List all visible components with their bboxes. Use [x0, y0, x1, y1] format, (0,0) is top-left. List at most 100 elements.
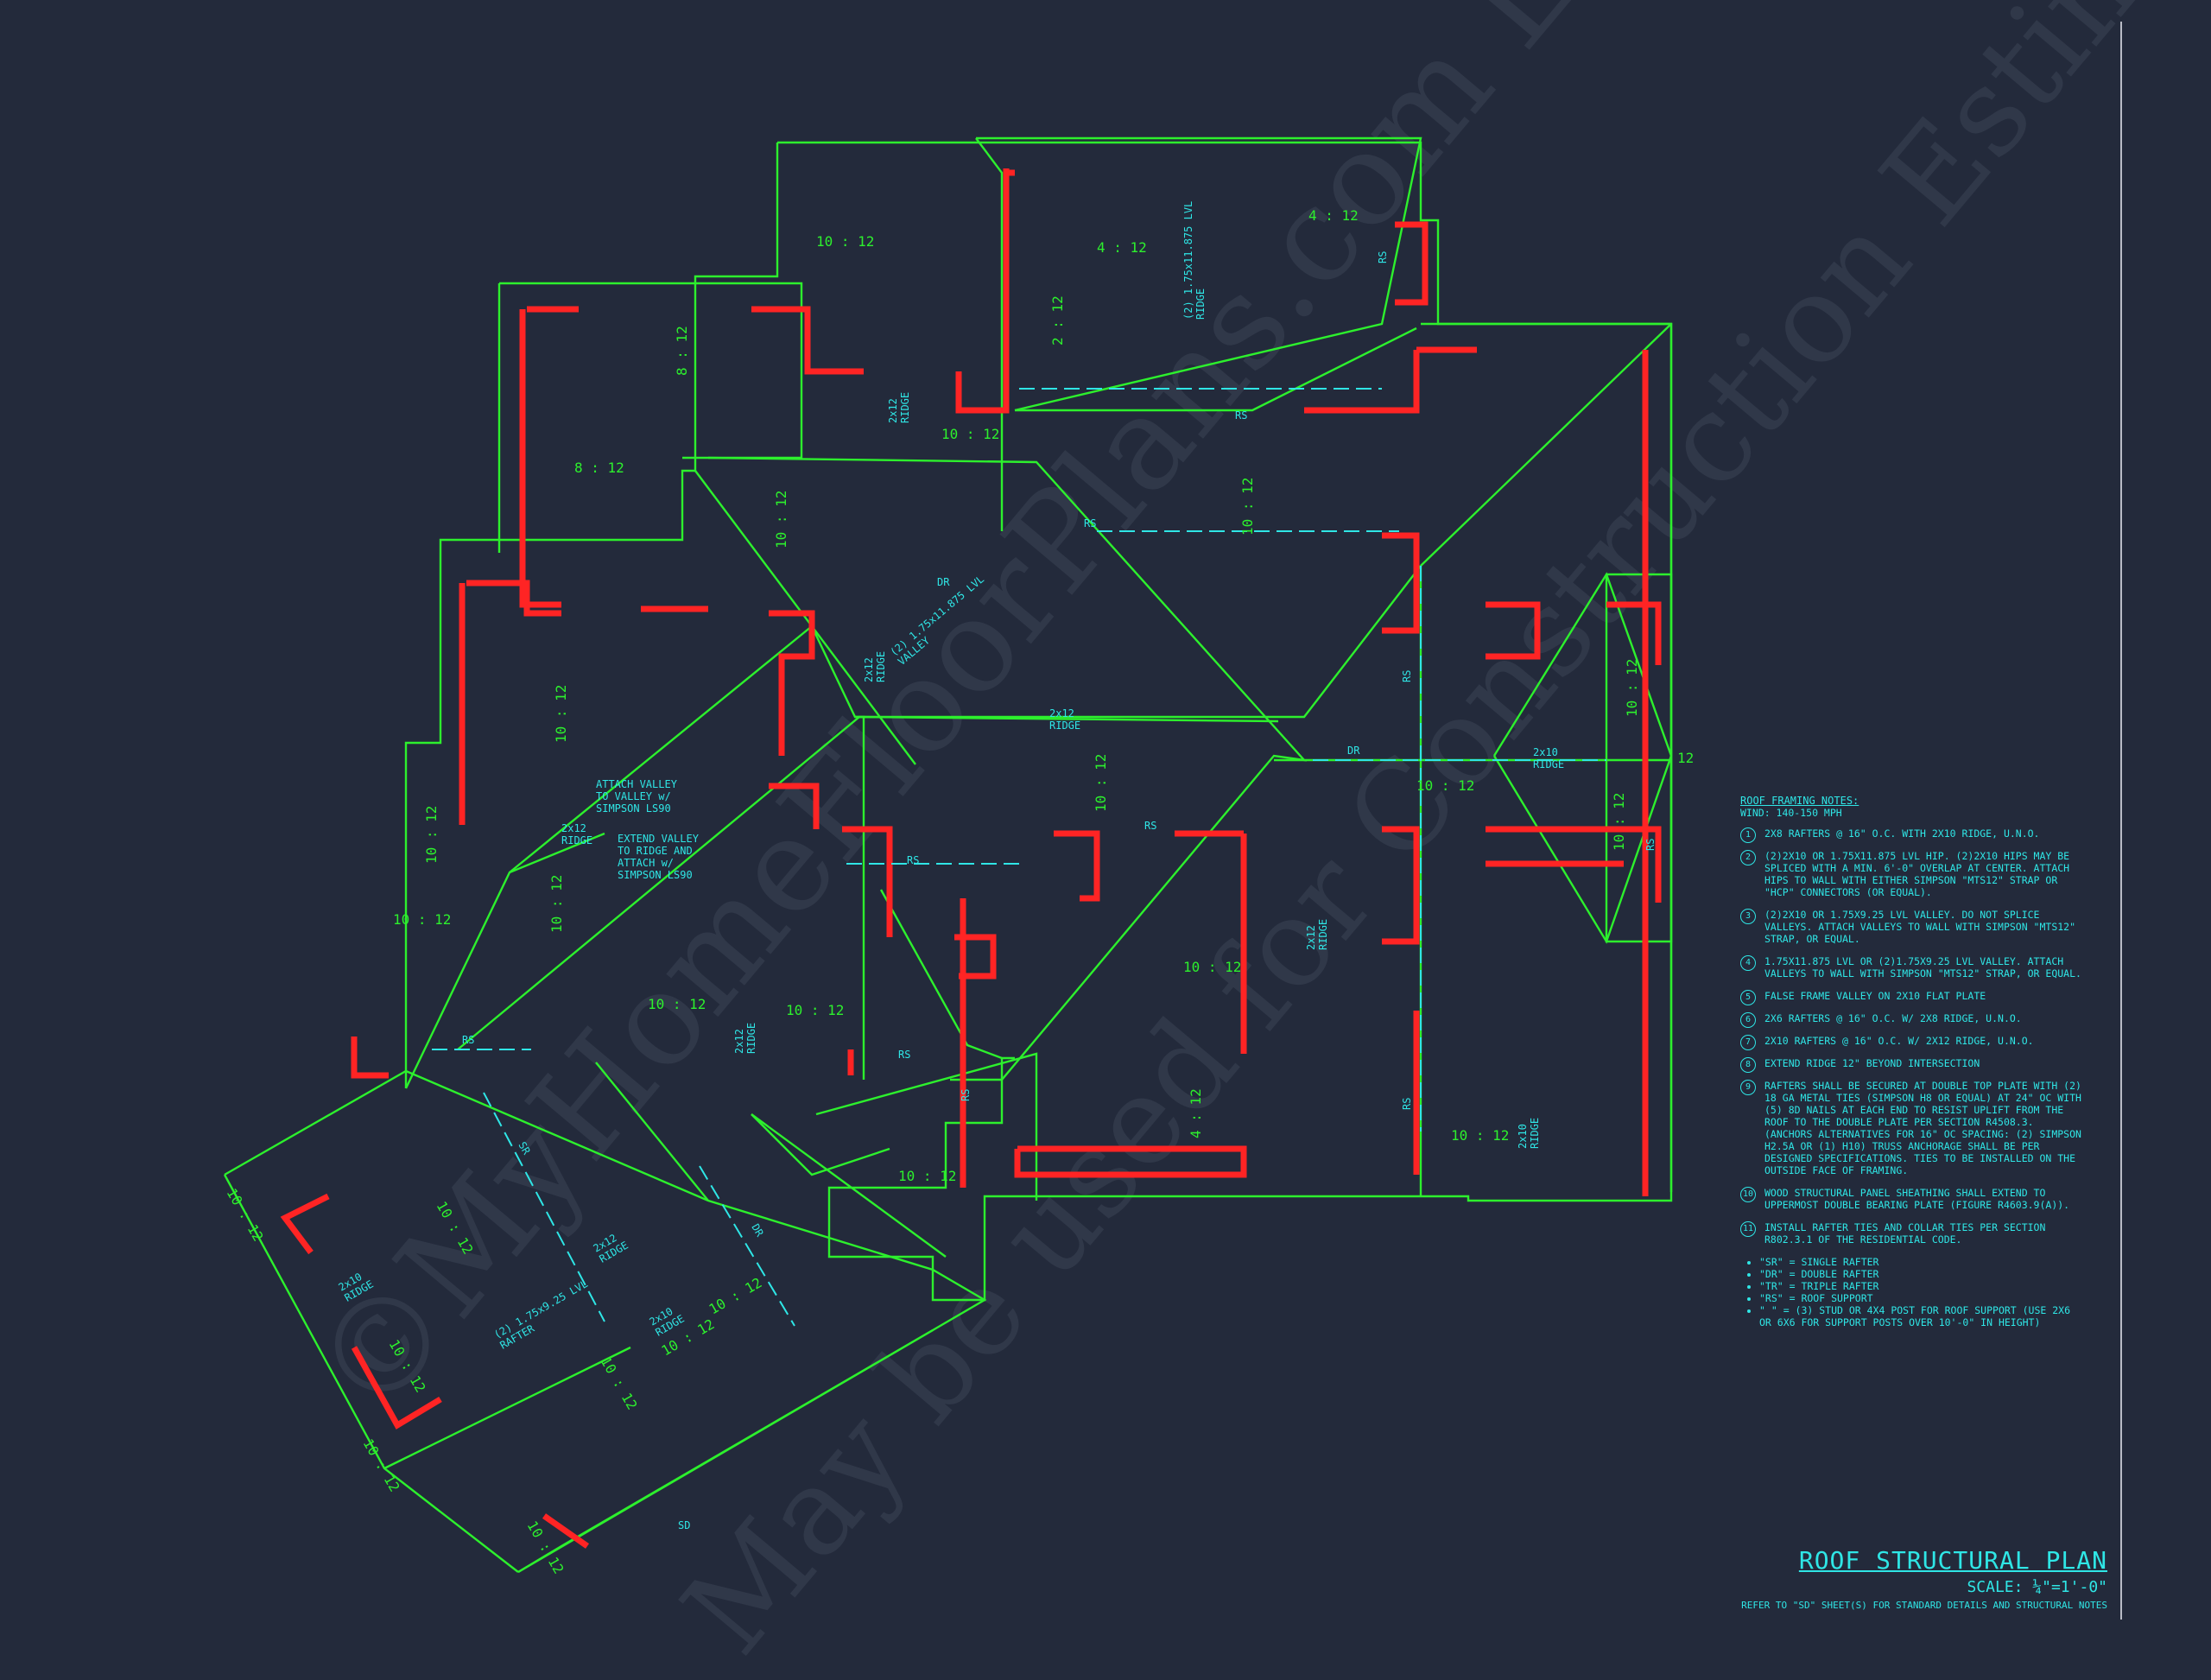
note-text: RAFTERS SHALL BE SECURED AT DOUBLE TOP P…: [1764, 1080, 2081, 1176]
rs-label: RS: [960, 1089, 972, 1101]
pitch-label: 10 : 12: [553, 685, 569, 743]
note-number: 7: [1740, 1035, 1756, 1050]
ridge-label: 2x12RIDGE: [733, 1023, 757, 1054]
rs-label: RS: [1644, 839, 1657, 851]
note-list: 1 2x8 RAFTERS @ 16" O.C. WITH 2X10 RIDGE,…: [1740, 827, 2086, 1246]
note-text: WOOD STRUCTURAL PANEL SHEATHING SHALL EX…: [1764, 1187, 2070, 1211]
roof-outline: [223, 136, 1673, 1574]
rs-label: RS: [1144, 820, 1156, 832]
note-number: 1: [1740, 827, 1756, 843]
pitch-label: 10 : 12: [898, 1168, 956, 1184]
pitch-label: 10 : 12: [1183, 959, 1241, 975]
title-block: ROOF STRUCTURAL PLAN SCALE: ¼"=1'-0" REF…: [1741, 1546, 2107, 1611]
sheet-reference: REFER TO "SD" SHEET(S) FOR STANDARD DETA…: [1741, 1600, 2107, 1611]
pitch-label: 8 : 12: [574, 460, 624, 476]
pitch-label: 10 : 12: [434, 1199, 477, 1258]
lvl-ridge-label: (2) 1.75x11.875 LVLRIDGE: [1182, 201, 1207, 320]
sheet-title: ROOF STRUCTURAL PLAN: [1798, 1546, 2107, 1575]
rs-label: RS: [1401, 670, 1413, 682]
note-number: 11: [1740, 1221, 1756, 1237]
pitch-label: 10 : 12: [224, 1186, 267, 1245]
rs-label: RS: [1401, 1098, 1413, 1110]
pitch-label: 10 : 12: [393, 911, 451, 928]
rs-label: RS: [462, 1034, 474, 1046]
framing-note: 2(2)2x10 OR 1.75x11.875 LVL HIP. (2)2x10…: [1740, 850, 2086, 898]
legend-item: "SR" = SINGLE RAFTER: [1759, 1256, 2086, 1268]
note-number: 3: [1740, 909, 1756, 924]
pitch-label: 10 : 12: [360, 1436, 403, 1495]
framing-note: 5 FALSE FRAME VALLEY ON 2x10 FLAT PLATE: [1740, 990, 2086, 1005]
pitch-label: 8 : 12: [674, 326, 690, 376]
pitch-label: 12: [1677, 750, 1694, 766]
framing-note: 7 2x10 RAFTERS @ 16" O.C. W/ 2x12 RIDGE, …: [1740, 1035, 2086, 1050]
rs-label: RS: [1377, 251, 1389, 263]
note-number: 8: [1740, 1057, 1756, 1073]
framing-note: 9 RAFTERS SHALL BE SECURED AT DOUBLE TOP …: [1740, 1080, 2086, 1176]
sr-label: SR: [516, 1140, 533, 1157]
note-number: 9: [1740, 1080, 1756, 1095]
note-number: 5: [1740, 990, 1756, 1005]
legend-item: " " = (3) STUD OR 4x4 POST FOR ROOF SUPP…: [1759, 1304, 2086, 1328]
pitch-label: 10 : 12: [648, 996, 706, 1012]
dr-label: DR: [749, 1222, 766, 1239]
notes-title: ROOF FRAMING NOTES:: [1740, 795, 1859, 807]
wall-lines: [280, 168, 1662, 1549]
pitch-label: 10 : 12: [706, 1274, 765, 1317]
note-text: EXTEND RIDGE 12" BEYOND INTERSECTION: [1764, 1057, 1980, 1069]
annotation-lines: [432, 388, 1606, 1327]
ridge-label: 2x10RIDGE: [337, 1267, 376, 1303]
ridge-label: 2x12RIDGE: [887, 392, 911, 423]
pitch-label: 10 : 12: [1624, 659, 1640, 717]
legend-item: "TR" = TRIPLE RAFTER: [1759, 1280, 2086, 1292]
note-number: 4: [1740, 955, 1756, 971]
pitch-label: 10 : 12: [423, 806, 440, 864]
pitch-label: 10 : 12: [1239, 478, 1256, 536]
pitch-label: 10 : 12: [1093, 754, 1109, 812]
ridge-label: 2x12RIDGE: [592, 1228, 630, 1265]
note-number: 2: [1740, 850, 1756, 865]
ridge-label: 2x12RIDGE: [1305, 919, 1329, 950]
rs-label: RS: [1084, 517, 1096, 529]
framing-note: 8 EXTEND RIDGE 12" BEYOND INTERSECTION: [1740, 1057, 2086, 1073]
ridge-label: 2x10RIDGE: [1517, 1118, 1541, 1149]
roof-framing-notes: ROOF FRAMING NOTES: Wind: 140-150 mph 12…: [1740, 795, 2086, 1328]
pitch-label: 10 : 12: [786, 1002, 844, 1018]
rs-label: RS: [907, 854, 919, 866]
dr-label: DR: [937, 576, 950, 588]
pitch-label: 10 : 12: [548, 875, 565, 933]
section-tag: SD: [678, 1519, 690, 1531]
note-text: FALSE FRAME VALLEY ON 2x10 FLAT PLATE: [1764, 990, 1986, 1002]
legend-item: "DR" = DOUBLE RAFTER: [1759, 1268, 2086, 1280]
ridge-label: 2x12RIDGE: [863, 651, 887, 682]
wind-rating: Wind: 140-150 mph: [1740, 807, 1842, 819]
pitch-label: 10 : 12: [1451, 1127, 1509, 1144]
pitch-label: 4 : 12: [1188, 1088, 1204, 1138]
sheet-scale: SCALE: ¼"=1'-0": [1967, 1578, 2107, 1596]
framing-note: 1 2x8 RAFTERS @ 16" O.C. WITH 2X10 RIDGE,…: [1740, 827, 2086, 843]
note-text: 2x8 RAFTERS @ 16" O.C. WITH 2X10 RIDGE, …: [1764, 827, 2040, 840]
legend-item: "RS" = ROOF SUPPORT: [1759, 1292, 2086, 1304]
framing-note: 41.75x11.875 LVL OR (2)1.75x9.25 LVL VAL…: [1740, 955, 2086, 979]
note-number: 6: [1740, 1012, 1756, 1028]
rs-label: RS: [898, 1049, 910, 1061]
note-text: INSTALL RAFTER TIES AND COLLAR TIES PER …: [1764, 1221, 2046, 1246]
pitch-label: 10 : 12: [386, 1337, 429, 1396]
lvl-rafter-label: (2) 1.75x9.25 LVLRAFTER: [492, 1277, 596, 1352]
framing-note: 3(2)2x10 OR 1.75x9.25 LVL VALLEY. DO NOT…: [1740, 909, 2086, 945]
note-text: 2x6 RAFTERS @ 16" O.C. W/ 2x8 RIDGE, U.N…: [1764, 1012, 2022, 1024]
pitch-label: 4 : 12: [1097, 239, 1147, 256]
pitch-label: 10 : 12: [598, 1354, 641, 1413]
pitch-label: 10 : 12: [773, 491, 789, 548]
note-text: 2x10 RAFTERS @ 16" O.C. W/ 2x12 RIDGE, U…: [1764, 1035, 2034, 1047]
abbreviation-legend: "SR" = SINGLE RAFTER"DR" = DOUBLE RAFTER…: [1740, 1256, 2086, 1328]
pitch-label: 2 : 12: [1049, 295, 1066, 346]
pitch-label: 10 : 12: [1416, 777, 1474, 794]
framing-note: 6 2x6 RAFTERS @ 16" O.C. W/ 2x8 RIDGE, U.…: [1740, 1012, 2086, 1028]
